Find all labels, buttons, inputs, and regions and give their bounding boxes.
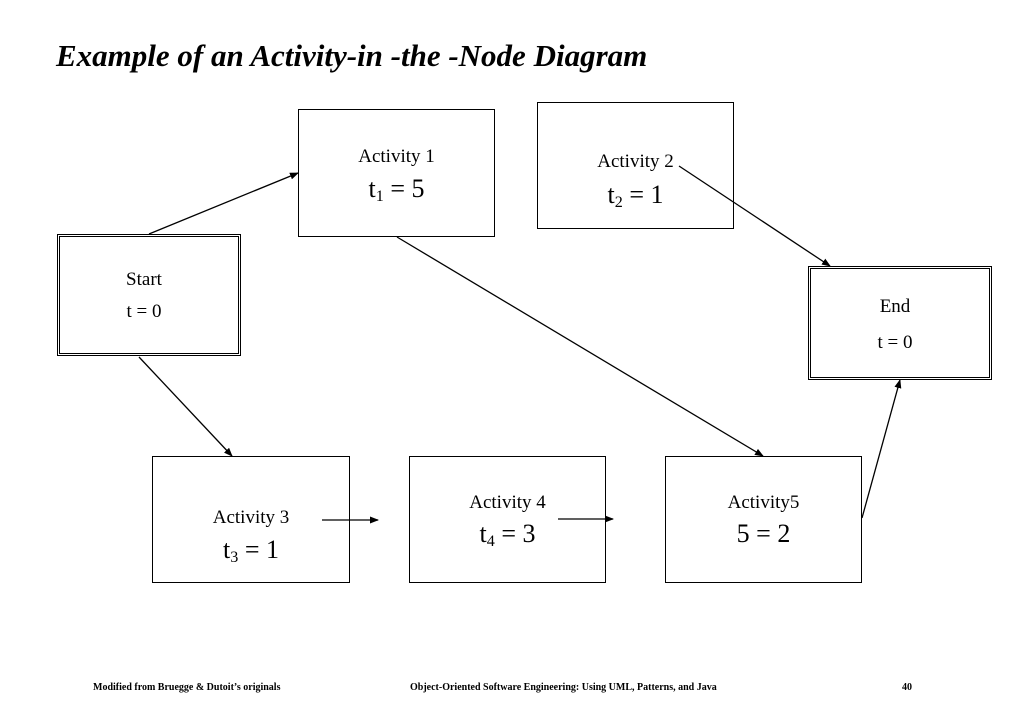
start-name: Start bbox=[126, 269, 162, 290]
edge-activity-2-to-end bbox=[678, 165, 831, 267]
activity-5-name: Activity5 bbox=[727, 492, 800, 513]
activity-3-duration: t3 = 1 bbox=[223, 535, 279, 567]
activity-4-duration: t4 = 3 bbox=[479, 519, 536, 551]
start-node: Start t = 0 bbox=[57, 234, 241, 356]
activity-4-name: Activity 4 bbox=[469, 492, 546, 513]
edge-activity-5-to-end bbox=[861, 379, 902, 519]
activity-5-duration: 5 = 2 bbox=[736, 519, 791, 548]
end-node: End t = 0 bbox=[808, 266, 992, 380]
edge-start-to-activity-1 bbox=[148, 172, 299, 235]
edge-activity-1-to-activity-5 bbox=[396, 236, 764, 457]
activity-2-duration: t2 = 1 bbox=[607, 180, 664, 212]
footer-page-number: 40 bbox=[902, 682, 912, 693]
start-time: t = 0 bbox=[126, 301, 162, 322]
end-name: End bbox=[879, 296, 911, 317]
footer-book-title: Object-Oriented Software Engineering: Us… bbox=[410, 682, 717, 693]
activity-2-node: Activity 2 t2 = 1 bbox=[537, 102, 734, 229]
activity-1-duration: t1 = 5 bbox=[368, 174, 425, 206]
activity-3-node: Activity 3 t3 = 1 bbox=[152, 456, 350, 583]
activity-2-name: Activity 2 bbox=[597, 151, 674, 172]
activity-1-name: Activity 1 bbox=[358, 146, 435, 167]
edge-start-to-activity-3 bbox=[138, 356, 233, 457]
activity-1-node: Activity 1 t1 = 5 bbox=[298, 109, 495, 237]
slide-title: Example of an Activity-in -the -Node Dia… bbox=[56, 38, 648, 73]
footer-credit: Modified from Bruegge & Dutoit’s origina… bbox=[93, 682, 281, 693]
activity-3-name: Activity 3 bbox=[212, 507, 290, 528]
end-time: t = 0 bbox=[877, 332, 913, 353]
